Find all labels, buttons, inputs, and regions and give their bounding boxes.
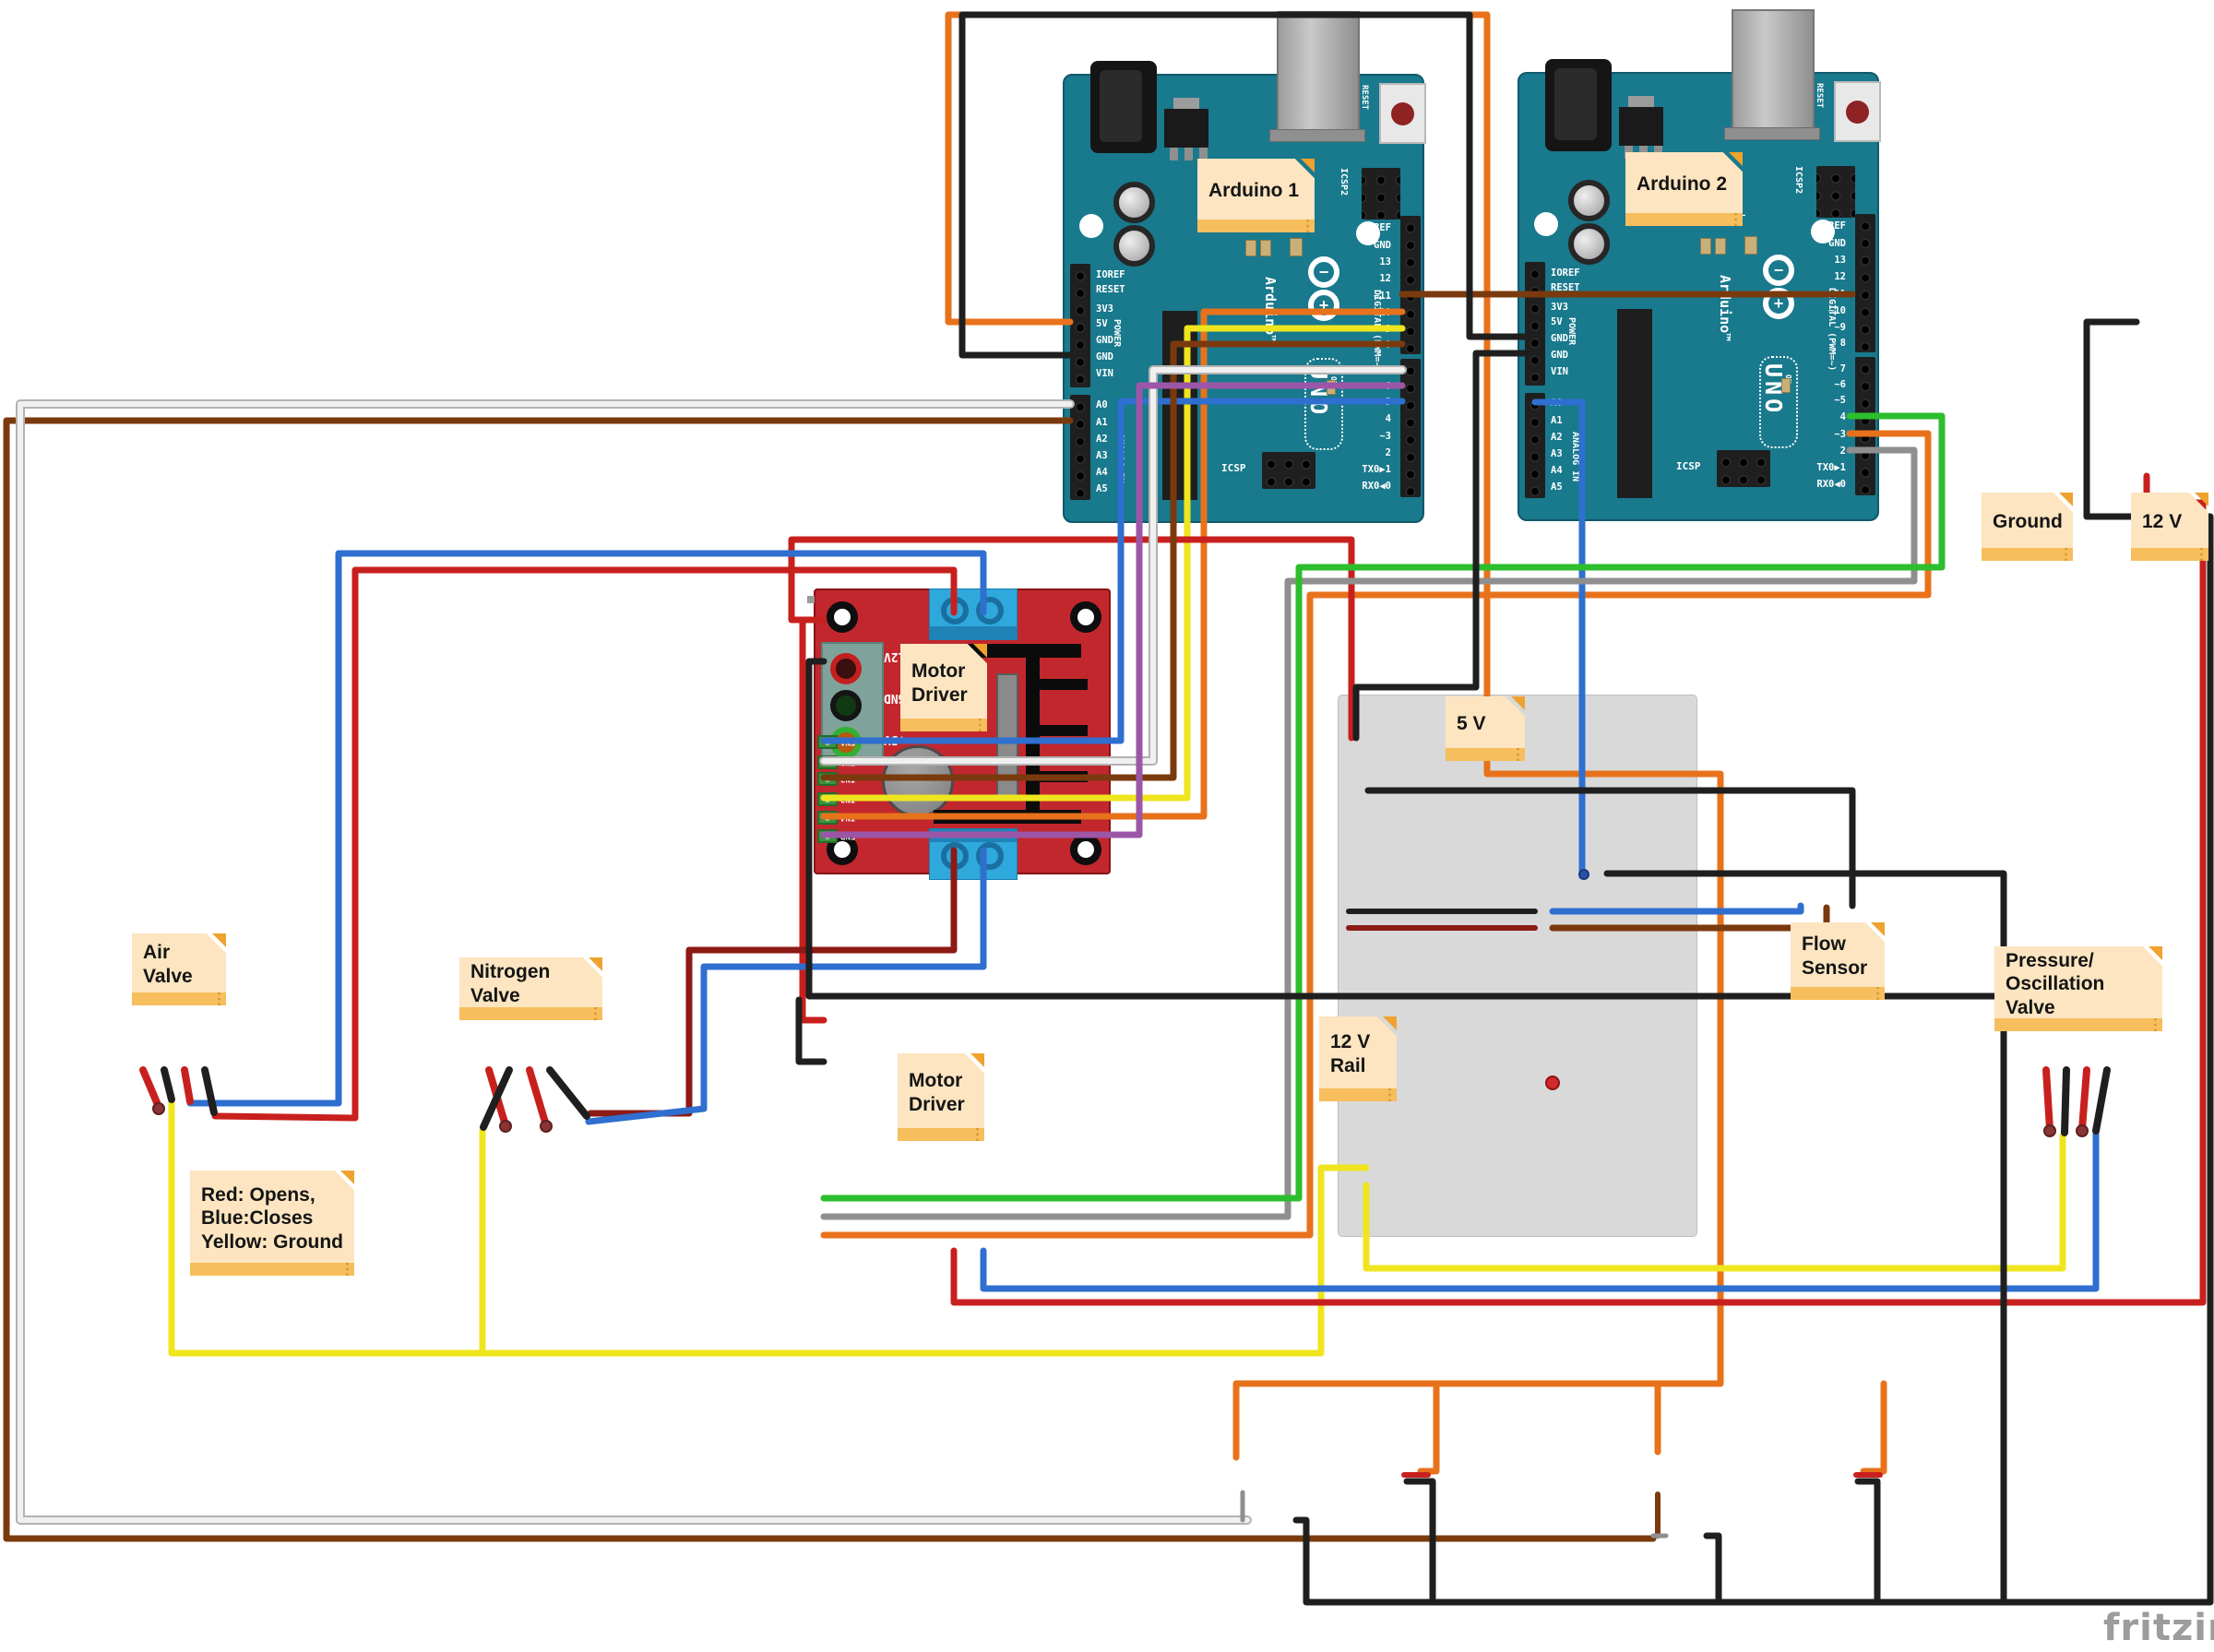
arduino2-label: Arduino 2 xyxy=(1625,152,1743,226)
flow-sensor-label: Flow Sensor xyxy=(1791,922,1885,1000)
fritzing-watermark: fritzing xyxy=(2103,1607,2214,1649)
reset-button xyxy=(1834,81,1881,142)
pin-label: 8 xyxy=(1839,338,1846,349)
wire-legend: Red: Opens, Blue:Closes Yellow: Ground xyxy=(190,1171,354,1276)
logo-ring-plus: + xyxy=(1763,288,1794,319)
pin-label: GND xyxy=(1828,238,1846,249)
pin-label: 7 xyxy=(1839,363,1846,374)
arduino-logo: −+ xyxy=(1763,255,1800,323)
digital-pin-header-high xyxy=(1855,214,1875,352)
logo-ring-minus: − xyxy=(1763,255,1794,286)
icsp2-header xyxy=(1816,166,1855,218)
pin-label: AREF xyxy=(1822,220,1846,232)
reset-button-dot xyxy=(1846,101,1869,124)
air-valve-label: Air Valve xyxy=(132,933,226,1005)
usb-connector xyxy=(1732,9,1815,140)
pin-label: 12 xyxy=(1834,271,1846,282)
on-led xyxy=(1781,378,1791,393)
nitrogen-valve-label: Nitrogen Valve xyxy=(459,957,602,1020)
pin-label: ~9 xyxy=(1834,322,1846,333)
usb-connector-lip xyxy=(1724,127,1820,140)
smd-led xyxy=(1744,236,1757,255)
pin-label: 13 xyxy=(1834,255,1846,266)
12v-label: 12 V xyxy=(2131,493,2208,561)
pin-label: ~5 xyxy=(1834,395,1846,406)
motor-driver2-label: Motor Driver xyxy=(898,1053,984,1141)
mount-hole xyxy=(1811,220,1835,244)
motor-driver1-label: Motor Driver xyxy=(900,644,987,731)
arduino1-label: Arduino 1 xyxy=(1197,159,1315,232)
pin-label: ~10 xyxy=(1828,305,1846,316)
pin-label: ~6 xyxy=(1834,379,1846,390)
12v-rail-label: 12 V Rail xyxy=(1319,1016,1397,1101)
ground-label: Ground xyxy=(1982,493,2073,561)
pressure-valve-label: Pressure/ Oscillation Valve xyxy=(1994,946,2162,1031)
5v-label: 5 V xyxy=(1446,696,1525,761)
